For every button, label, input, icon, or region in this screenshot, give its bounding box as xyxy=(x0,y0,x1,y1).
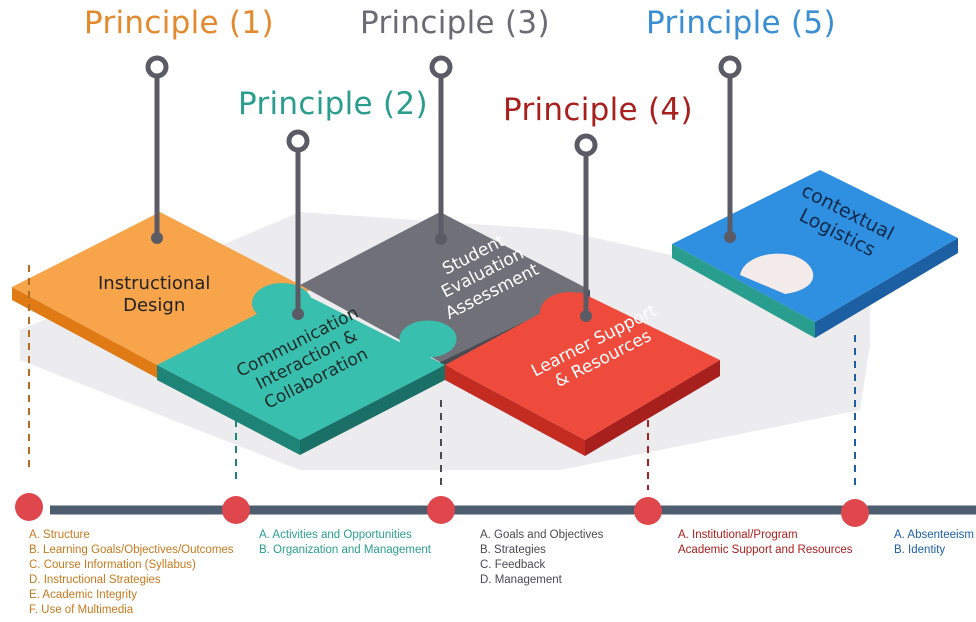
list-item: C. Feedback xyxy=(480,559,546,571)
principle-5-items: A. Absenteeism B. Identity xyxy=(894,528,974,558)
principle-4-title: Principle (4) xyxy=(503,92,693,128)
list-item: B. Strategies xyxy=(480,544,546,556)
pin-1 xyxy=(145,55,169,244)
instructional-design-label: Instructional Design xyxy=(98,273,210,316)
timeline-dot-4 xyxy=(634,497,662,525)
puzzle-piece-instructional-design xyxy=(12,212,310,378)
principle-2-title: Principle (2) xyxy=(238,86,428,122)
list-item: A. Structure xyxy=(29,529,90,541)
timeline-dot-2 xyxy=(222,496,250,524)
list-item: F. Use of Multimedia xyxy=(29,604,134,616)
pin-5 xyxy=(718,55,742,243)
list-item: A. Activities and Opportunities xyxy=(259,529,412,541)
principle-1-title: Principle (1) xyxy=(84,5,274,41)
list-item: B. Learning Goals/Objectives/Outcomes xyxy=(29,544,234,556)
list-item: A. Absenteeism xyxy=(894,529,974,541)
list-item: D. Management xyxy=(480,574,562,586)
principle-1-items: A. Structure B. Learning Goals/Objective… xyxy=(29,528,234,618)
puzzle-piece-contextual-logistics xyxy=(672,170,958,338)
principle-3-items: A. Goals and Objectives B. Strategies C.… xyxy=(480,528,603,588)
list-item: A. Institutional/Program xyxy=(678,529,798,541)
timeline-dot-5 xyxy=(841,499,869,527)
pin-3 xyxy=(429,55,453,245)
timeline-dot-1 xyxy=(15,493,43,521)
list-item: E. Academic Integrity xyxy=(29,589,138,601)
principle-3-title: Principle (3) xyxy=(360,5,550,41)
list-item: D. Instructional Strategies xyxy=(29,574,161,586)
principle-2-items: A. Activities and Opportunities B. Organ… xyxy=(259,528,431,558)
pin-2 xyxy=(286,129,310,320)
list-item: Academic Support and Resources xyxy=(678,544,853,556)
pin-4 xyxy=(574,133,598,322)
list-item: A. Goals and Objectives xyxy=(480,529,604,541)
principle-4-items: A. Institutional/Program Academic Suppor… xyxy=(678,528,853,558)
list-item: B. Organization and Management xyxy=(259,544,431,556)
timeline xyxy=(15,493,976,527)
label-line: Instructional xyxy=(98,273,211,294)
list-item: B. Identity xyxy=(894,544,946,556)
principle-5-title: Principle (5) xyxy=(646,5,836,41)
puzzle-piece-communication xyxy=(157,283,457,455)
timeline-dot-3 xyxy=(427,496,455,524)
label-line: Design xyxy=(123,294,186,316)
list-item: C. Course Information (Syllabus) xyxy=(29,559,196,571)
